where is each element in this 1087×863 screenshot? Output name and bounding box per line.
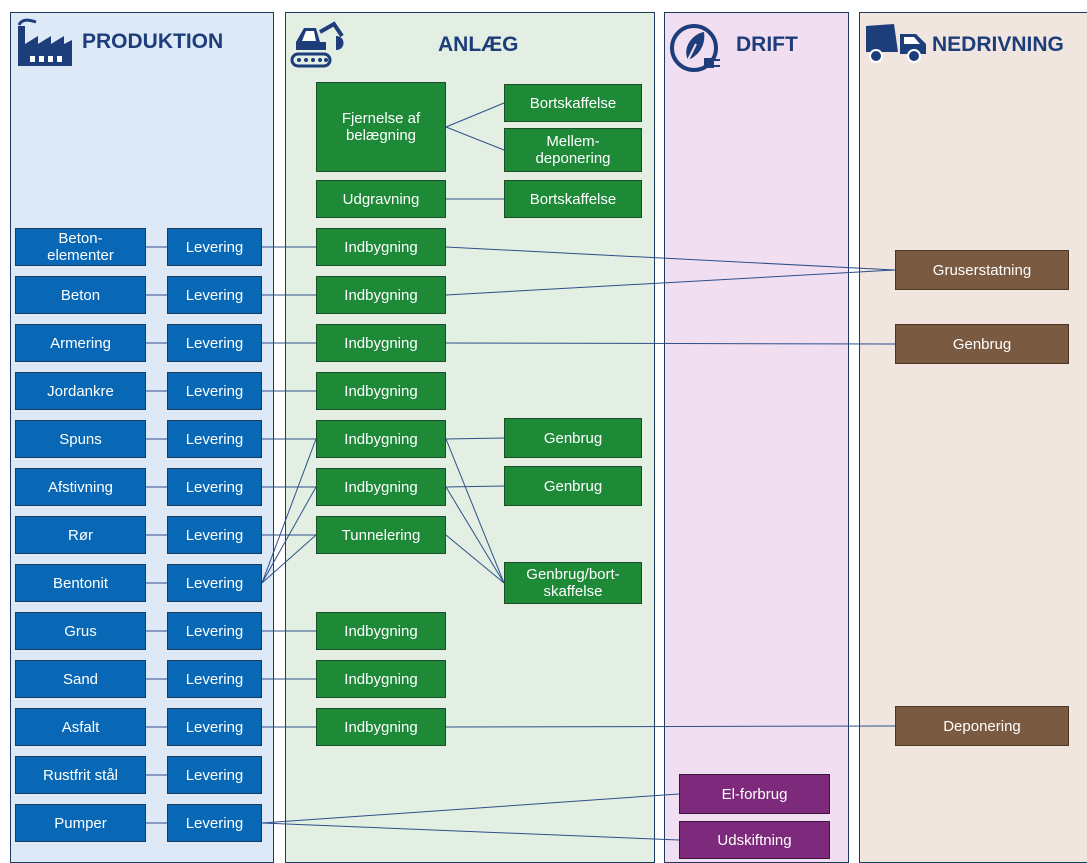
node-p-sand: Sand	[15, 660, 146, 698]
node-a-bort2: Bortskaffelse	[504, 180, 642, 218]
edge-a-ind3-to-n-gen	[445, 342, 896, 345]
node-a-ind2: Indbygning	[316, 276, 446, 314]
node-l12: Levering	[167, 756, 262, 794]
node-p-rustfrit: Rustfrit stål	[15, 756, 146, 794]
edge-a-ind1-to-n-grus	[445, 246, 896, 271]
truck-icon	[866, 24, 926, 63]
node-a-ind4: Indbygning	[316, 372, 446, 410]
node-a-ind8: Indbygning	[316, 660, 446, 698]
node-l3: Levering	[167, 324, 262, 362]
node-n-dep: Deponering	[895, 706, 1069, 746]
node-p-armering: Armering	[15, 324, 146, 362]
node-l8: Levering	[167, 564, 262, 602]
edge-l8-to-a-ind5	[261, 438, 317, 584]
edge-l13-to-d-el	[261, 793, 680, 824]
node-p-spuns: Spuns	[15, 420, 146, 458]
node-p-beton: Beton	[15, 276, 146, 314]
node-l9: Levering	[167, 612, 262, 650]
edge-a-ind6-to-a-gen2	[445, 485, 505, 488]
excavator-icon	[290, 21, 344, 68]
node-d-uds: Udskiftning	[679, 821, 830, 859]
node-a-gen1: Genbrug	[504, 418, 642, 458]
node-p-ror: Rør	[15, 516, 146, 554]
edge-a-tunnel-to-a-genbort	[445, 534, 505, 584]
node-p-bentonit: Bentonit	[15, 564, 146, 602]
column-title-anlaeg: ANLÆG	[438, 33, 519, 56]
edge-l8-to-a-tunnel	[261, 534, 317, 584]
node-p-afstivning: Afstivning	[15, 468, 146, 506]
node-a-mellem: Mellem-deponering	[504, 128, 642, 172]
node-p-betonelementer: Beton-elementer	[15, 228, 146, 266]
node-l10: Levering	[167, 660, 262, 698]
node-a-ind7: Indbygning	[316, 612, 446, 650]
node-l2: Levering	[167, 276, 262, 314]
leaf-plug-icon	[670, 24, 720, 72]
node-l5: Levering	[167, 420, 262, 458]
node-p-pumper: Pumper	[15, 804, 146, 842]
node-l6: Levering	[167, 468, 262, 506]
edge-l13-to-d-uds	[261, 822, 680, 841]
node-a-genbort: Genbrug/bort-skaffelse	[504, 562, 642, 604]
node-p-asfalt: Asfalt	[15, 708, 146, 746]
node-a-ind9: Indbygning	[316, 708, 446, 746]
edge-a-fjernelse-to-a-mellem	[445, 126, 505, 151]
node-a-ind3: Indbygning	[316, 324, 446, 362]
node-l7: Levering	[167, 516, 262, 554]
node-l1: Levering	[167, 228, 262, 266]
node-n-gen: Genbrug	[895, 324, 1069, 364]
node-a-udgravning: Udgravning	[316, 180, 446, 218]
node-a-bort1: Bortskaffelse	[504, 84, 642, 122]
node-a-ind1: Indbygning	[316, 228, 446, 266]
node-a-tunnel: Tunnelering	[316, 516, 446, 554]
edge-a-ind5-to-a-gen1	[445, 437, 505, 440]
node-a-ind6: Indbygning	[316, 468, 446, 506]
node-d-el: El-forbrug	[679, 774, 830, 814]
column-title-produktion: PRODUKTION	[82, 30, 224, 53]
node-l4: Levering	[167, 372, 262, 410]
edge-a-fjernelse-to-a-bort1	[445, 102, 505, 128]
node-a-ind5: Indbygning	[316, 420, 446, 458]
node-p-grus: Grus	[15, 612, 146, 650]
column-title-nedrivning: NEDRIVNING	[932, 33, 1064, 56]
edge-a-ind6-to-a-genbort	[445, 486, 505, 584]
factory-icon	[17, 18, 72, 66]
edge-a-ind2-to-n-grus	[445, 269, 896, 296]
node-a-gen2: Genbrug	[504, 466, 642, 506]
column-title-drift: DRIFT	[736, 33, 798, 56]
node-p-jordankre: Jordankre	[15, 372, 146, 410]
node-l13: Levering	[167, 804, 262, 842]
edge-a-ind9-to-n-dep	[445, 725, 896, 728]
node-n-grus: Gruserstatning	[895, 250, 1069, 290]
node-l11: Levering	[167, 708, 262, 746]
edge-a-ind5-to-a-genbort	[445, 438, 505, 584]
edge-l8-to-a-ind6	[261, 486, 317, 584]
